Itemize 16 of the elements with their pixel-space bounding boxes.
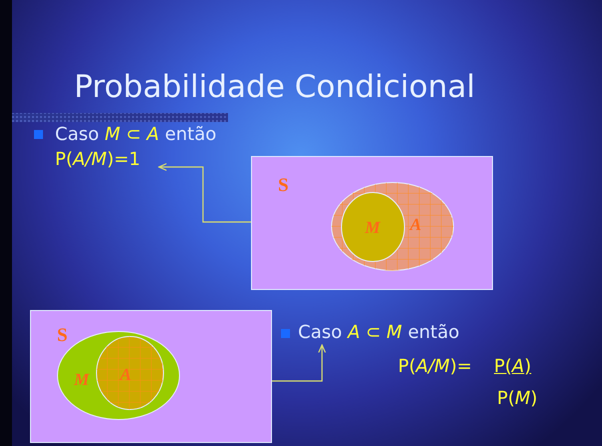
formula-text: P(M) (497, 387, 538, 411)
slide-title: Probabilidade Condicional (74, 72, 476, 103)
formula-text: P(A) (494, 355, 532, 379)
sample-space-box (30, 310, 272, 443)
connector-arrow (158, 163, 251, 223)
set-label: S (278, 176, 289, 195)
bullet-text: Caso A ⊂ M então (298, 321, 488, 345)
set-label: S (57, 326, 68, 345)
set-label: A (120, 366, 132, 383)
sample-space-box (251, 156, 493, 290)
set-label: M (365, 219, 380, 236)
formula-text: P(A/M)= (398, 355, 472, 379)
set-label: M (74, 371, 90, 388)
connector-arrow (272, 344, 326, 382)
formula-text: P(A/M)=1 (55, 148, 159, 172)
bullet-text: Caso M ⊂ A então (55, 123, 216, 147)
